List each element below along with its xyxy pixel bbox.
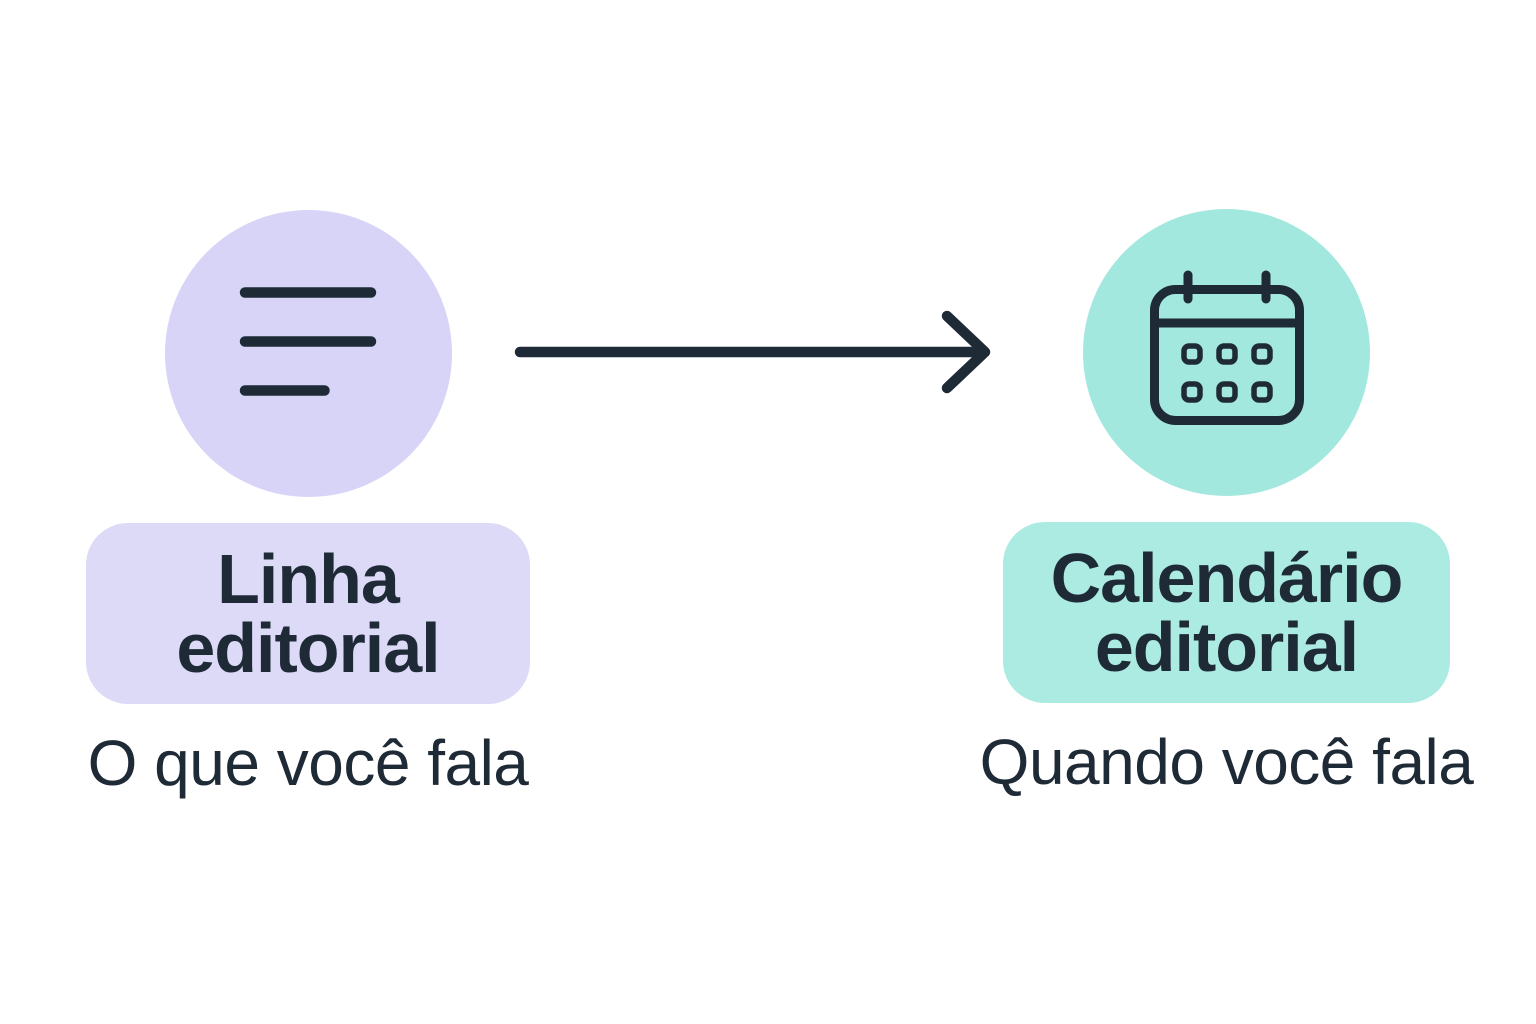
node-title: Linha editorial (176, 539, 440, 687)
calendar-icon-circle (1083, 209, 1370, 496)
node-subtitle: Quando você fala (979, 726, 1474, 798)
node-title: Calendário editorial (1050, 538, 1404, 686)
node-subtitle: O que você fala (87, 727, 529, 799)
arrow-right-icon (514, 310, 991, 394)
text-lines-icon (239, 287, 377, 396)
label-pill-linha-editorial: Linha editorial (86, 523, 530, 704)
text-lines-icon-circle (164, 210, 452, 497)
label-pill-calendario-editorial: Calendário editorial (1003, 522, 1450, 703)
node-linha-editorial: Linha editorial O que você fala (86, 210, 530, 798)
calendar-icon (1149, 270, 1304, 425)
node-calendario-editorial: Calendário editorial Quando você fala (980, 209, 1474, 797)
